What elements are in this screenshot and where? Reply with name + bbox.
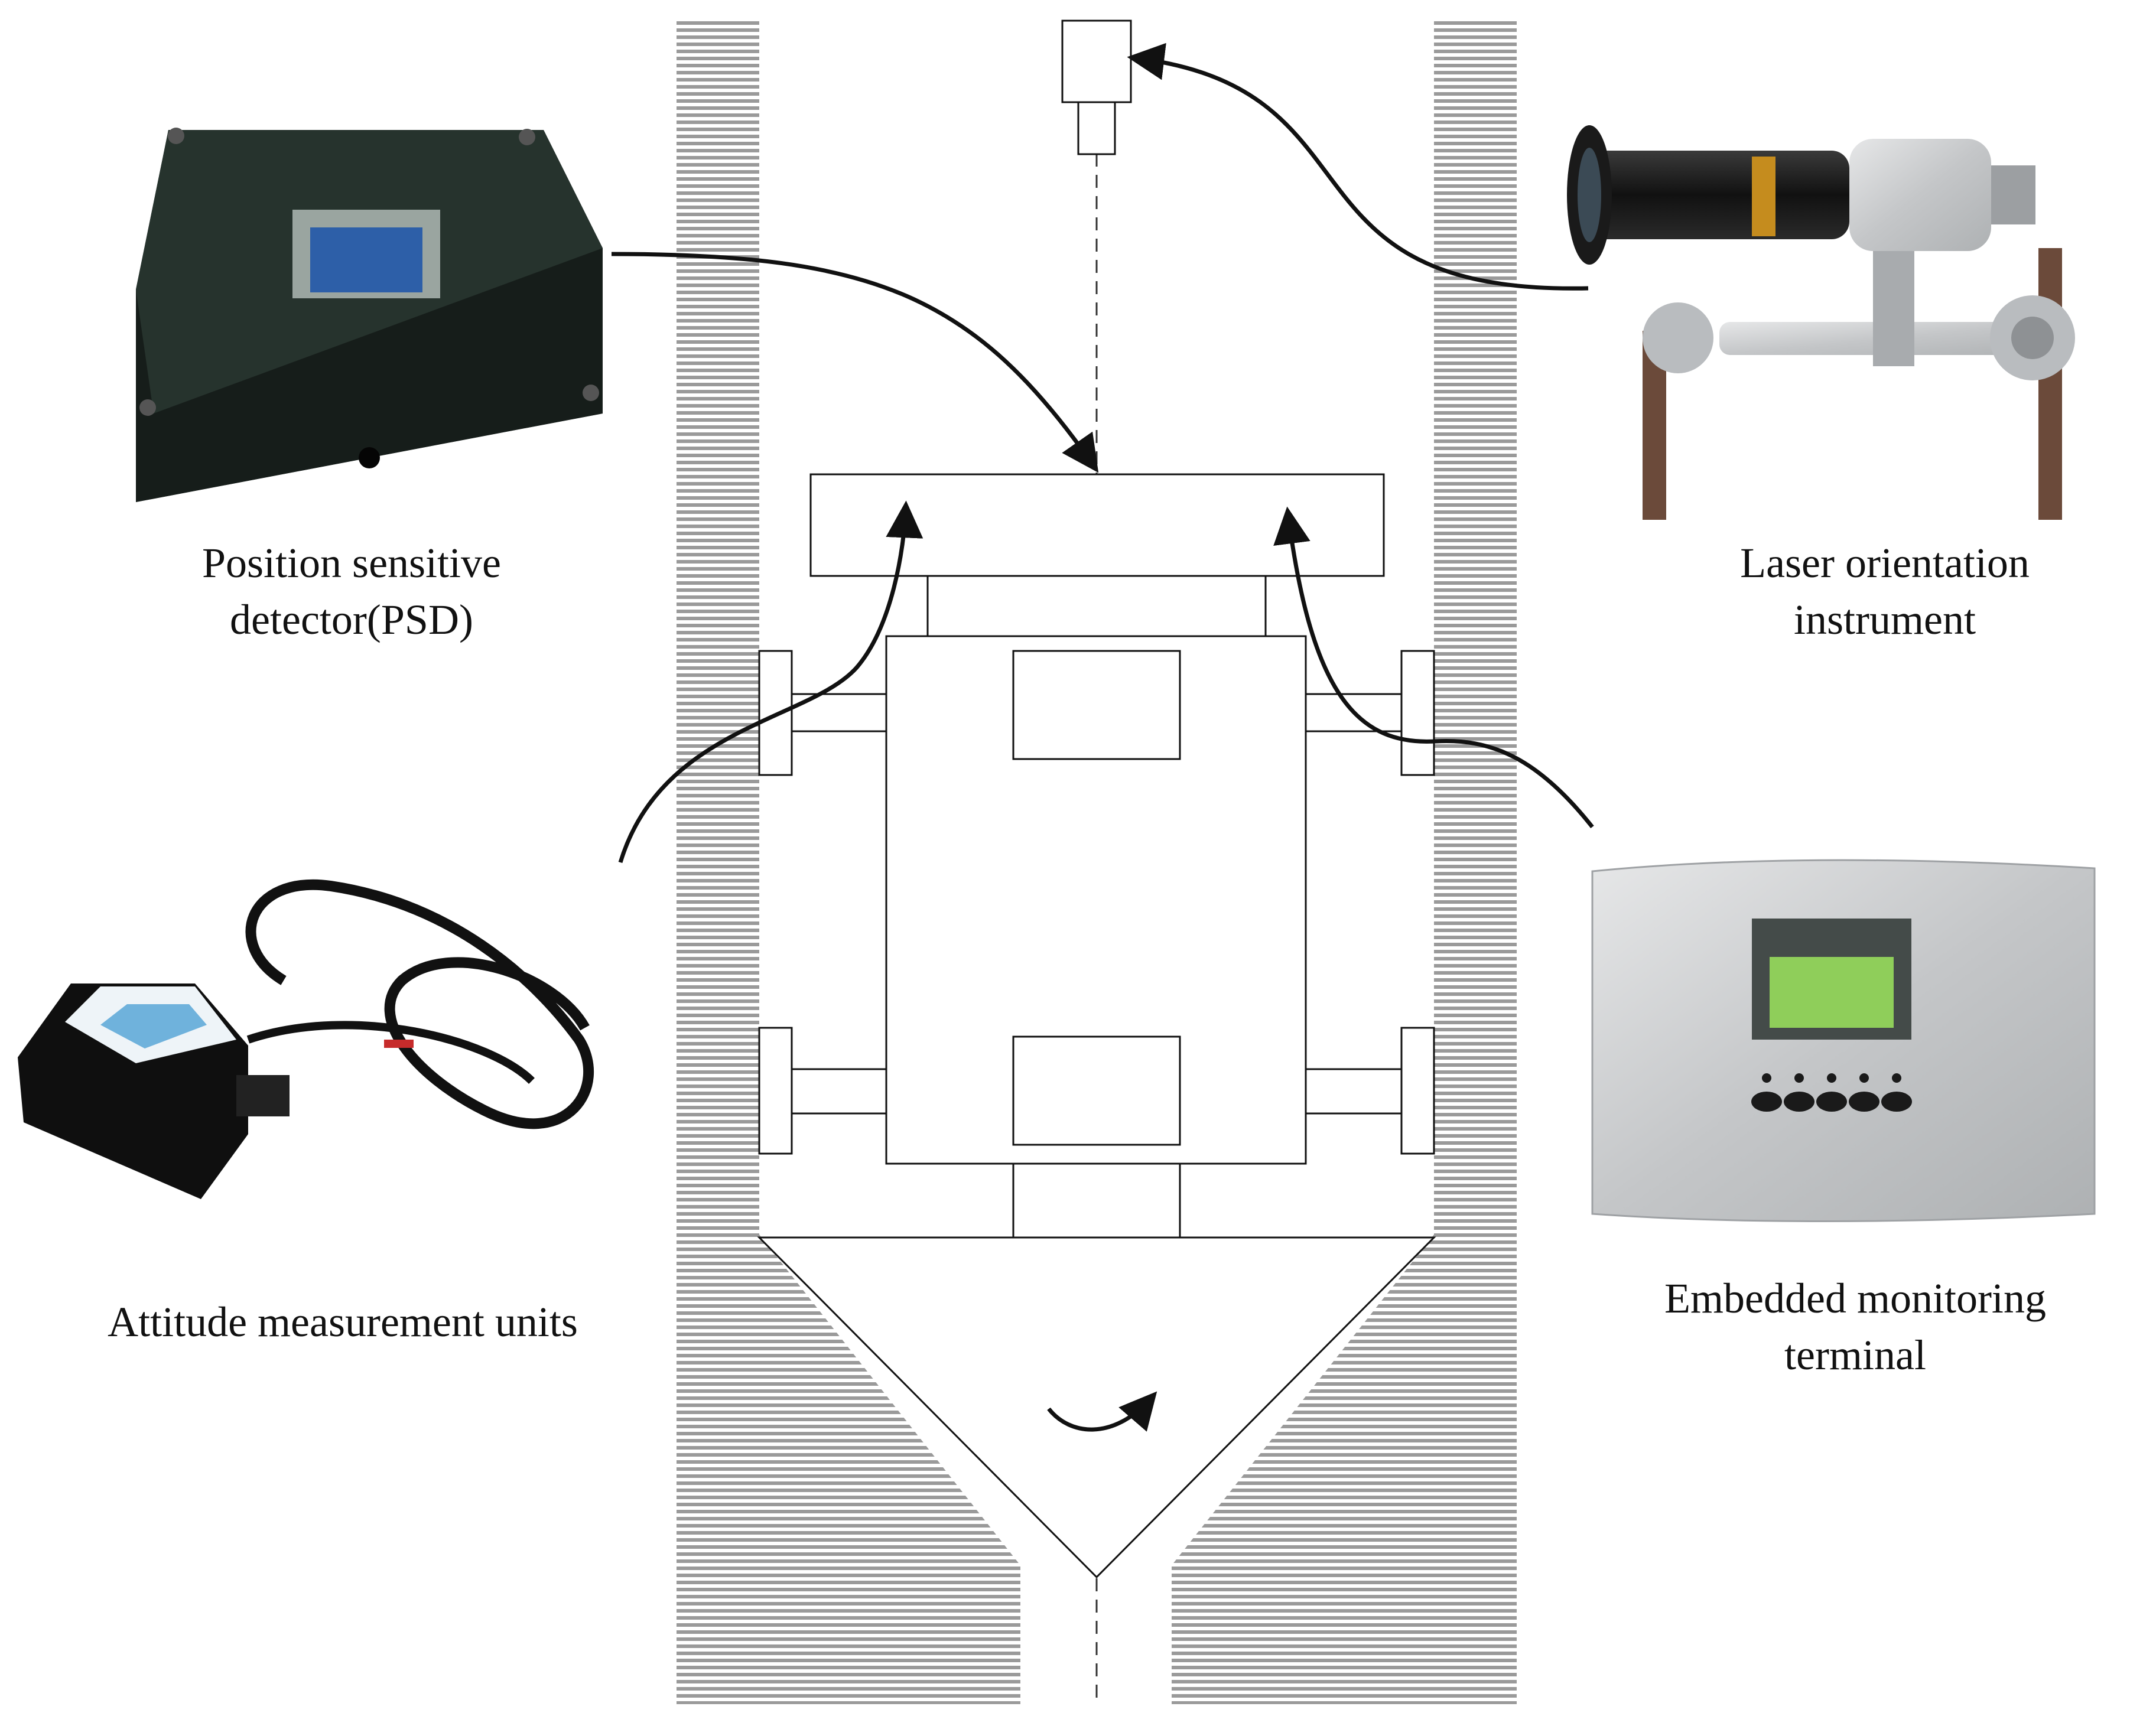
psd-label-line-2: detector(PSD) [230,596,473,643]
pointer-arrows [611,43,1594,1432]
terminal-image [1591,859,2096,1222]
arrow-attitude [618,500,923,864]
psd-board [809,473,1385,577]
arrow-psd [611,252,1099,473]
attitude-label: Attitude measurement units [47,1294,638,1350]
left-wall [677,21,1020,1704]
attitude-label-line-1: Attitude measurement units [108,1298,578,1346]
laser-label-line-2: instrument [1794,596,1976,643]
terminal-label-line-1: Embedded monitoring [1664,1275,2046,1322]
arrow-terminal [1273,506,1594,829]
laser-instrument-image [1567,125,2075,520]
laser-label: Laser orientation instrument [1660,535,2109,648]
arrow-laser [1127,43,1589,291]
laser-label-line-1: Laser orientation [1740,539,2030,587]
laser-target [1061,19,1132,155]
right-wall [1172,21,1517,1704]
machine-body [758,473,1435,1239]
cutting-head [757,1236,1436,1579]
attitude-unit-image [18,880,594,1199]
psd-label-line-1: Position sensitive [201,539,502,587]
psd-label: Position sensitive detector(PSD) [136,535,567,648]
terminal-label-line-2: terminal [1784,1331,1926,1379]
psd-device-image [136,128,603,502]
rotation-arrow [1047,1391,1157,1432]
terminal-label: Embedded monitoring terminal [1595,1270,2115,1383]
